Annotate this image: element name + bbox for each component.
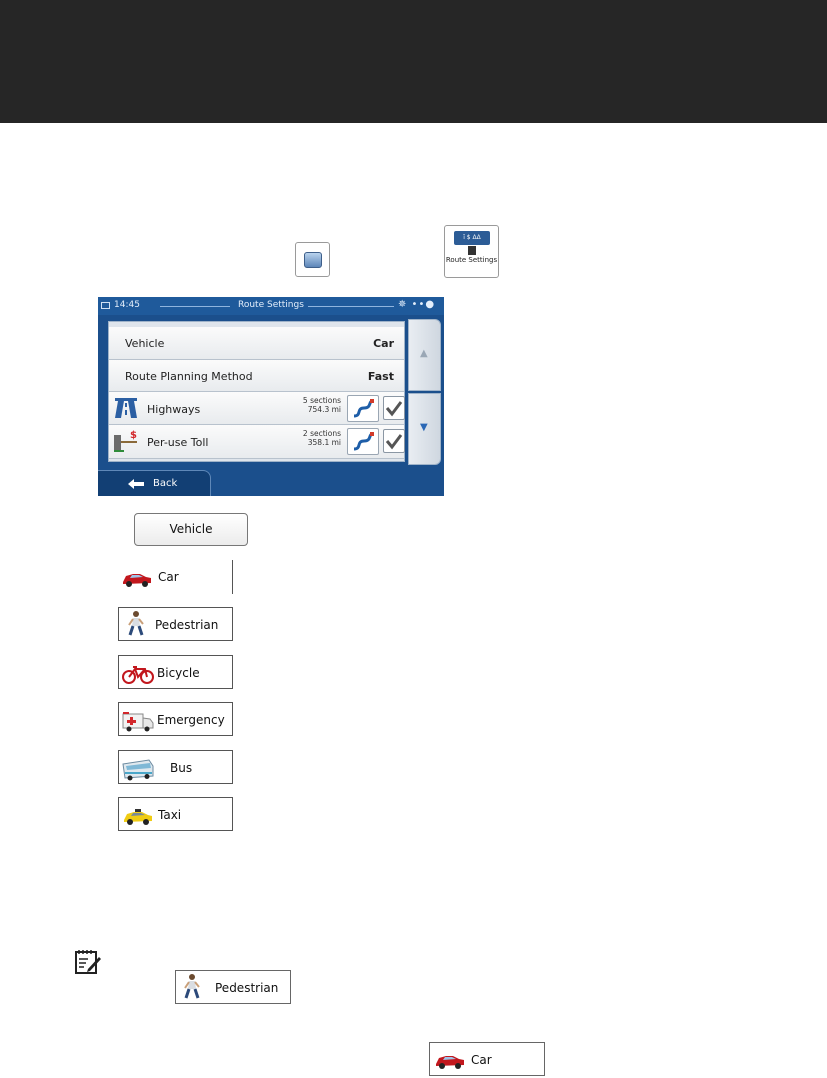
vehicle-label: Car (158, 570, 179, 584)
setting-row-route-planning-method[interactable]: Route Planning Method Fast (109, 360, 404, 392)
car-button[interactable]: Car (429, 1042, 545, 1076)
toll-icon: $ (114, 430, 137, 452)
highways-checkbox[interactable] (383, 396, 405, 420)
vehicle-option-bicycle[interactable]: Bicycle (118, 655, 233, 689)
distance: 358.1 mi (307, 438, 341, 447)
top-banner (0, 0, 827, 123)
status-bar: 14:45 Route Settings ✵ ••● (98, 297, 444, 315)
route-settings-button[interactable]: ī $ ΔΔ Route Settings (444, 225, 499, 278)
arrow-left-icon (128, 479, 144, 489)
setting-label: Highways (147, 403, 201, 416)
section-count: 5 sections (302, 396, 341, 405)
vehicle-option-pedestrian[interactable]: Pedestrian (118, 607, 233, 641)
vehicle-label: Pedestrian (155, 618, 219, 632)
battery-icon (101, 302, 110, 309)
clock: 14:45 (114, 300, 140, 310)
setting-row-highways: Highways 5 sections 754.3 mi (109, 392, 405, 425)
route-settings-screen: 14:45 Route Settings ✵ ••● Vehicle Car R… (98, 297, 444, 496)
car-icon (436, 1056, 464, 1069)
sign-post (468, 246, 476, 255)
vehicle-option-car[interactable]: Car (118, 560, 233, 594)
svg-text:$: $ (130, 430, 137, 441)
pedestrian-icon (184, 974, 200, 999)
vehicle-label: Bus (170, 761, 193, 775)
toll-checkbox[interactable] (383, 429, 405, 453)
note-icon (75, 950, 101, 974)
setting-value: Car (373, 337, 394, 350)
car-label: Car (471, 1053, 492, 1067)
setting-label: Vehicle (125, 337, 165, 350)
settings-menu-button[interactable] (295, 242, 330, 277)
pedestrian-icon (128, 611, 144, 636)
bicycle-icon (122, 666, 154, 684)
vehicle-label: Taxi (158, 808, 182, 822)
vehicle-option-emergency[interactable]: Emergency (118, 702, 233, 736)
scroll-down-button[interactable]: ▼ (408, 393, 441, 465)
route-path-icon (353, 432, 374, 451)
vehicle-label: Bicycle (157, 666, 200, 680)
divider (160, 306, 230, 307)
screen-title: Route Settings (238, 300, 304, 310)
arrow-down-icon: ▼ (420, 422, 428, 433)
arrow-up-icon: ▲ (420, 348, 428, 359)
pedestrian-button[interactable]: Pedestrian (175, 970, 291, 1004)
vehicle-label: Emergency (157, 713, 225, 727)
check-icon (385, 434, 403, 450)
back-label: Back (153, 478, 178, 489)
pedestrian-label: Pedestrian (215, 981, 279, 995)
setting-value: Fast (367, 370, 394, 383)
vehicle-option-taxi[interactable]: Taxi (118, 797, 233, 831)
scroll-up-button[interactable]: ▲ (408, 319, 441, 391)
vehicle-option-bus[interactable]: Bus (118, 750, 233, 784)
section-count: 2 sections (302, 429, 341, 438)
taxi-icon (124, 809, 152, 825)
show-route-button[interactable] (347, 395, 379, 422)
setting-label: Per-use Toll (147, 436, 209, 449)
route-settings-label: Route Settings (445, 256, 498, 264)
setting-label: Route Planning Method (125, 370, 253, 383)
route-path-icon (353, 399, 374, 418)
settings-icon (304, 252, 322, 268)
road-sign-icon: ī $ ΔΔ (454, 231, 490, 245)
gps-signal-icon: ✵ ••● (398, 299, 436, 310)
back-button[interactable]: Back (98, 470, 211, 496)
setting-row-vehicle[interactable]: Vehicle Car (109, 327, 404, 360)
settings-list: Vehicle Car Route Planning Method Fast H… (108, 321, 405, 462)
car-icon (123, 574, 151, 587)
bus-icon (122, 759, 154, 781)
distance: 754.3 mi (307, 405, 341, 414)
route-stats: 5 sections 754.3 mi (289, 396, 341, 414)
highway-icon (115, 398, 137, 418)
route-stats: 2 sections 358.1 mi (289, 429, 341, 447)
setting-row-per-use-toll: $ Per-use Toll 2 sections 358.1 mi (109, 425, 405, 459)
check-icon (385, 401, 403, 417)
vehicle-button[interactable]: Vehicle (134, 513, 248, 546)
show-route-button[interactable] (347, 428, 379, 455)
ambulance-icon (122, 712, 154, 732)
divider (308, 306, 394, 307)
